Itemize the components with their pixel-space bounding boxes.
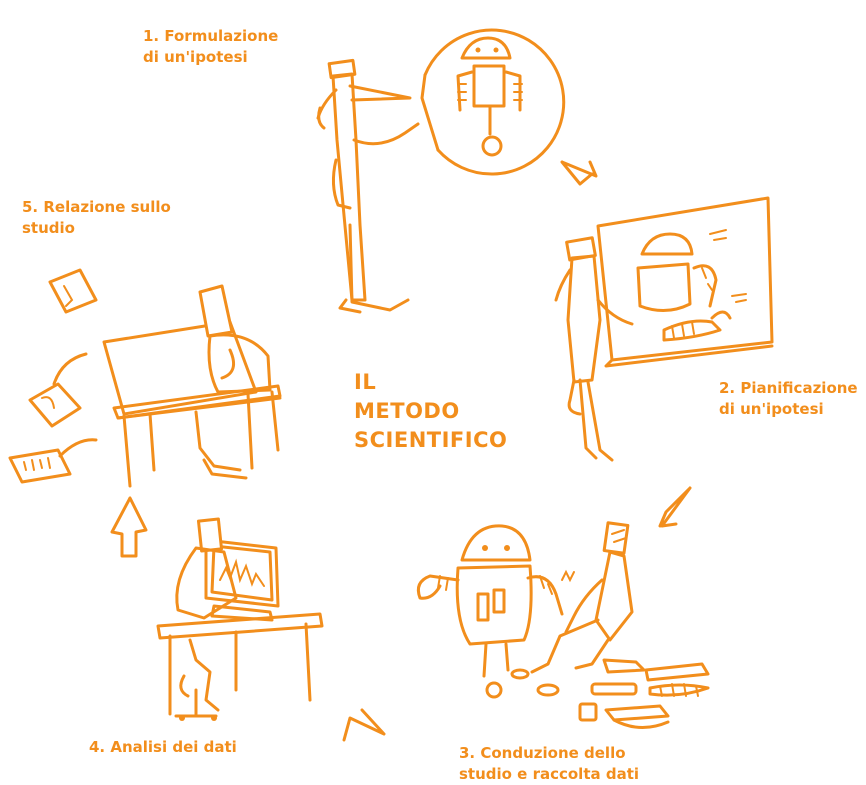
step-3-label: 3. Conduzione dello studio e raccolta da… xyxy=(459,743,639,785)
step-2-label: 2. Pianificazione di un'ipotesi xyxy=(719,378,858,420)
step-5-label: 5. Relazione sullo studio xyxy=(22,197,171,239)
title-line1: IL xyxy=(354,370,377,394)
step-3-line2: studio e raccolta dati xyxy=(459,765,640,783)
diagram-title: IL METODO SCIENTIFICO xyxy=(354,368,507,455)
step-5-line1: 5. Relazione sullo xyxy=(22,198,171,216)
title-line3: SCIENTIFICO xyxy=(354,428,508,452)
robot-assembly-icon xyxy=(416,521,710,729)
step-3-line1: 3. Conduzione dello xyxy=(459,744,626,762)
title-line2: METODO xyxy=(354,399,460,423)
step-2-line1: 2. Pianificazione xyxy=(719,379,858,397)
person-writing-report-icon xyxy=(8,268,282,488)
step-1-line1: 1. Formulazione xyxy=(143,27,279,45)
step-4-line1: 4. Analisi dei dati xyxy=(89,738,237,756)
speaking-person-icon xyxy=(316,58,420,314)
step-2-line2: di un'ipotesi xyxy=(719,400,824,418)
step-4-label: 4. Analisi dei dati xyxy=(89,737,237,758)
person-at-computer-icon xyxy=(156,517,324,721)
cycle-arrow-icon xyxy=(110,160,692,742)
step-1-label: 1. Formulazione di un'ipotesi xyxy=(143,26,278,68)
step-5-line2: studio xyxy=(22,219,75,237)
step-1-line2: di un'ipotesi xyxy=(143,48,248,66)
person-at-whiteboard-icon xyxy=(554,196,774,462)
robot-thought-bubble-icon xyxy=(420,28,566,176)
